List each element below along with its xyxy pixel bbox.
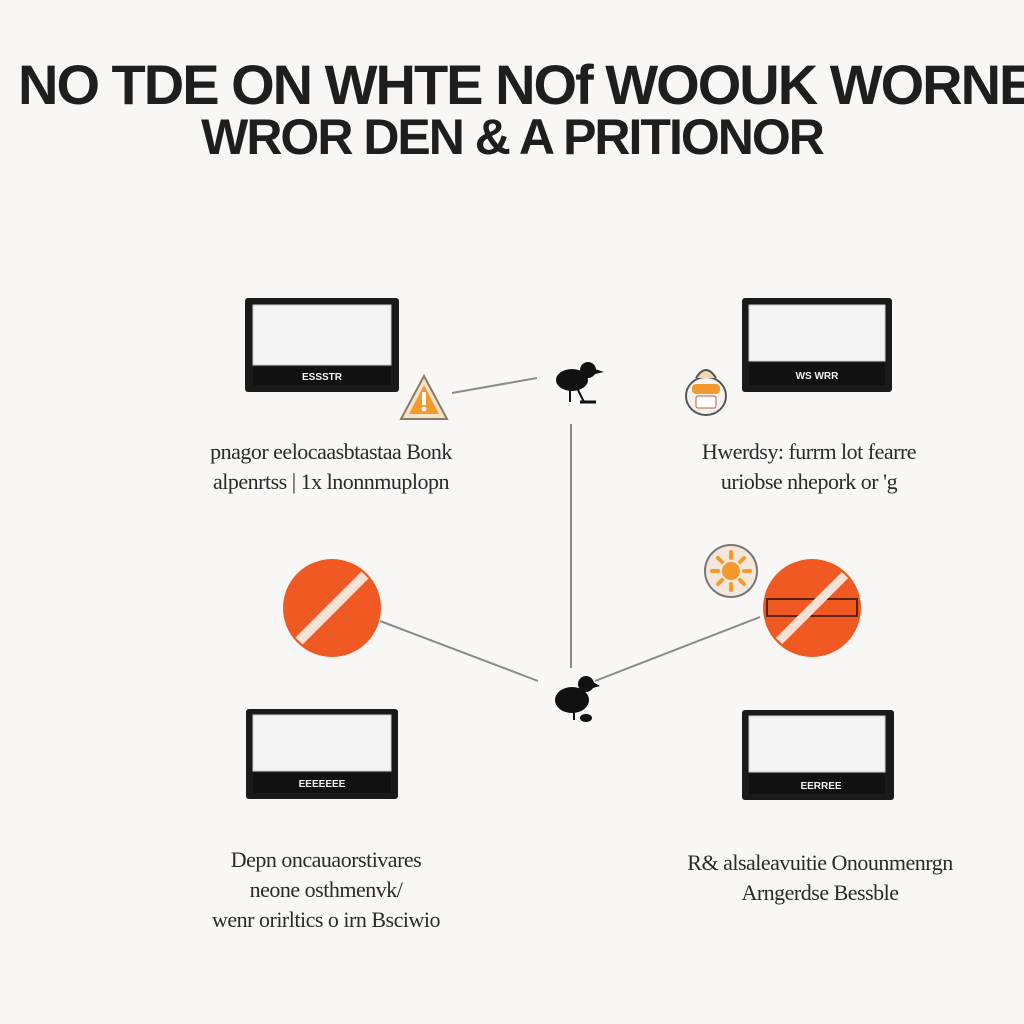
monitor-top-right: WS WRR [741, 297, 893, 393]
connector-bottom-left [379, 620, 539, 682]
title-line-2: WROR DEN & A PRITIONOR [201, 109, 825, 165]
monitor-label: ESSSTR [302, 372, 343, 383]
caption-top-left: pnagor eelocaasbtastaa Bonk alpenrtss | … [171, 437, 491, 497]
caption-line: neone osthmenvk/ [249, 877, 403, 902]
monitor-bottom-left: EEEEEEE [245, 708, 399, 800]
bird-icon [550, 668, 602, 728]
caption-line: pnagor eelocaasbtastaa Bonk [210, 439, 452, 464]
caption-line: alpenrtss | 1x lnonnmuplopn [213, 469, 449, 494]
monitor-bottom-right: EERREE [741, 709, 895, 801]
shield-badge-icon [682, 360, 730, 418]
no-entry-icon [761, 557, 863, 659]
monitor-top-left: ESSSTR [244, 297, 400, 393]
monitor-label: WS WRR [796, 371, 840, 382]
monitor-label: EEEEEEE [299, 779, 346, 790]
connector-top-left [451, 377, 538, 394]
caption-line: Hwerdsy: furrm lot fearre [701, 439, 917, 464]
warning-triangle-icon [398, 372, 450, 424]
caption-line: Arngerdse Bessble [741, 880, 899, 905]
caption-bottom-left: Depn oncauaorstivares neone osthmenvk/ w… [166, 845, 486, 935]
bird-icon [550, 352, 606, 408]
caption-line: wenr orirltics o irn Bsciwio [212, 907, 440, 932]
caption-line: Depn oncauaorstivares [230, 847, 422, 872]
connector-bottom-right [594, 616, 761, 682]
caption-line: R& alsaleavuitie Onounmenrgn [687, 850, 953, 875]
caption-line: uriobse nhepork or 'g [720, 469, 898, 494]
no-entry-icon [281, 557, 383, 659]
caption-top-right: Hwerdsy: furrm lot fearre uriobse nhepor… [649, 437, 969, 497]
monitor-label: EERREE [800, 781, 841, 792]
caption-bottom-right: R& alsaleavuitie Onounmenrgn Arngerdse B… [660, 848, 980, 908]
gear-badge-icon [703, 542, 759, 600]
title-line-1: NO TDE ON WHTE NOf WOOUK WORNER [18, 53, 1024, 116]
